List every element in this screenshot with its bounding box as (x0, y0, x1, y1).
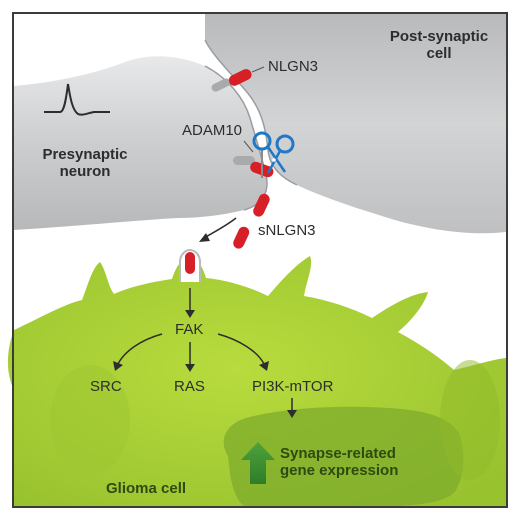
snlgn3-label: sNLGN3 (258, 222, 316, 239)
up-arrow-icon (241, 442, 275, 484)
presynaptic-neuron-label: Presynaptic neuron (30, 146, 140, 181)
synapse-line2: gene expression (280, 462, 399, 480)
glioma-nucleus (223, 406, 464, 506)
fak-label: FAK (175, 321, 204, 338)
post-synaptic-line1: Post-synaptic (389, 28, 489, 45)
action-potential-icon (44, 83, 110, 116)
presynaptic-neuron (14, 56, 268, 231)
adam10-complex (233, 140, 274, 178)
glioma-cell-label: Glioma cell (106, 480, 187, 497)
post-synaptic-cell-label: Post-synaptic cell (384, 28, 494, 63)
glioma-receptor (179, 248, 201, 282)
nlgn3-receptor (211, 66, 265, 92)
synapse-line1: Synapse-related (280, 445, 396, 462)
synapse-gene-expression-label: Synapse-related gene expression (280, 445, 398, 480)
snlgn3-binding-arrow (203, 217, 237, 239)
scissors-icon (252, 131, 295, 174)
snlgn3-fragment (253, 193, 270, 217)
presynaptic-line2: neuron (59, 163, 111, 181)
presynaptic-line1: Presynaptic (42, 146, 128, 163)
ras-label: RAS (174, 378, 205, 395)
nlgn3-label: NLGN3 (268, 58, 319, 75)
pi3k-mtor-label: PI3K-mTOR (252, 378, 334, 395)
snlgn3-fragment (233, 226, 250, 249)
post-synaptic-cell (205, 14, 506, 234)
post-synaptic-membrane (204, 39, 298, 186)
post-synaptic-line2: cell (426, 45, 452, 63)
adam10-label: ADAM10 (182, 122, 243, 139)
src-label: SRC (90, 378, 122, 395)
signaling-arrows (117, 288, 293, 412)
frame (12, 12, 508, 508)
